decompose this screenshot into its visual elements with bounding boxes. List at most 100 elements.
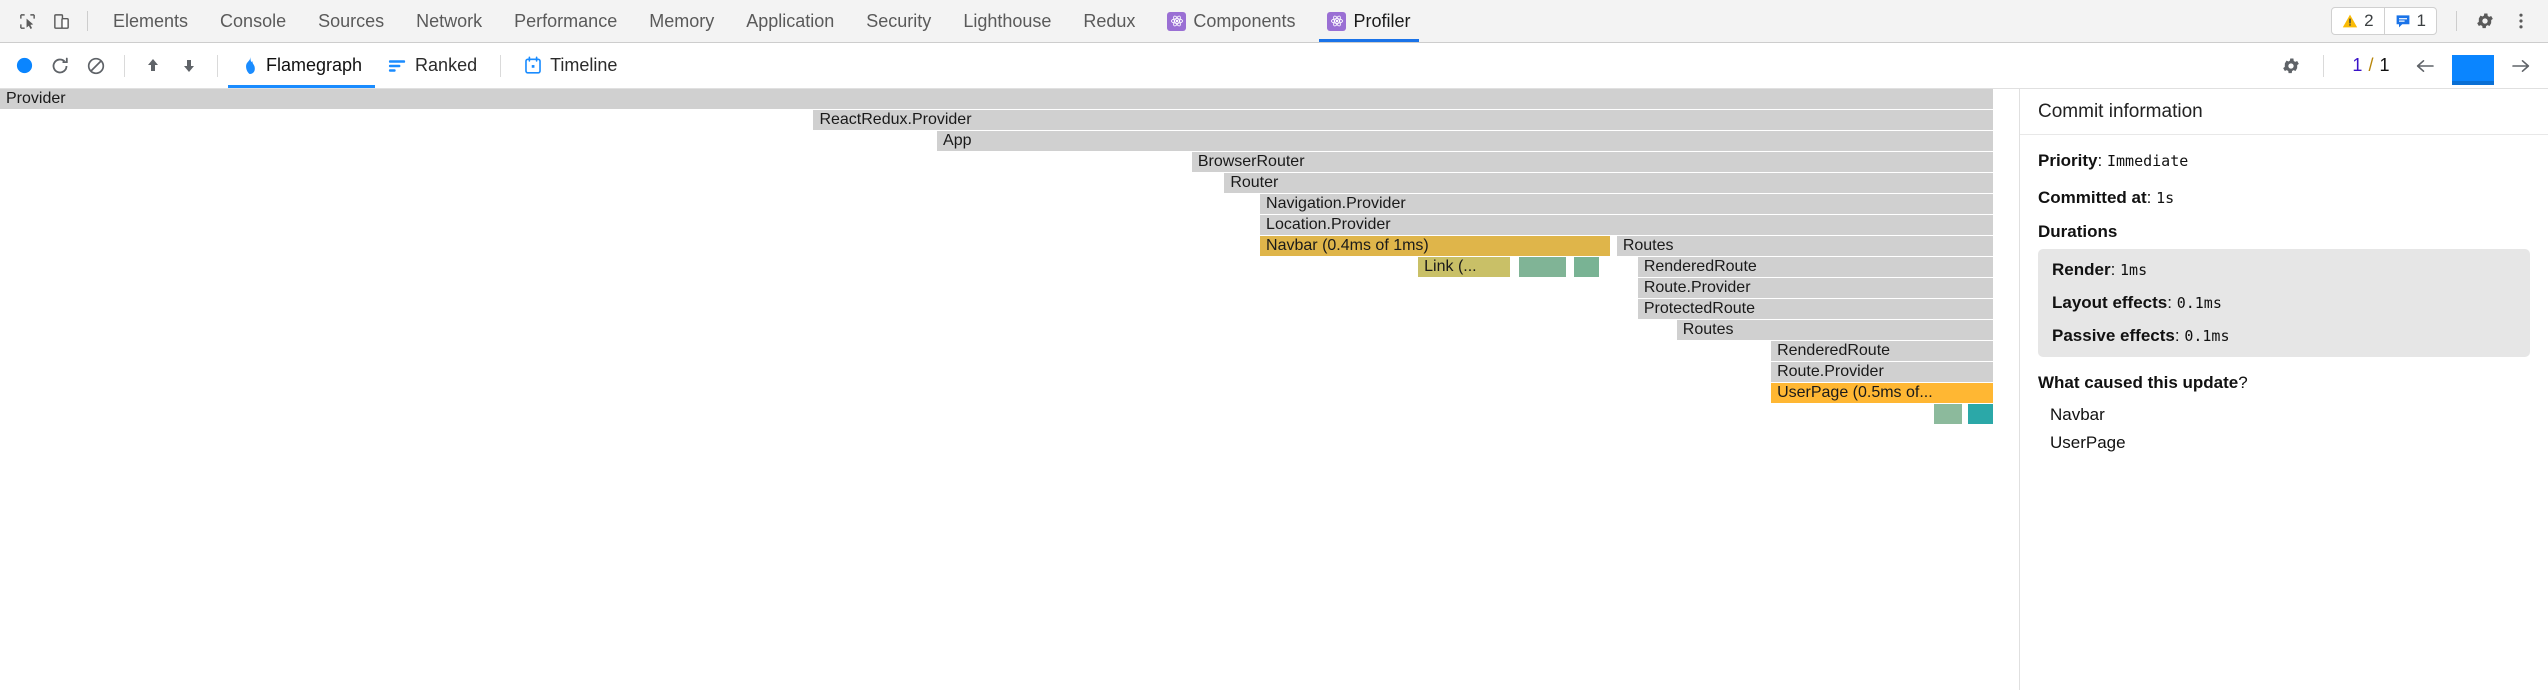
devtools-status-area: 2 1 <box>2331 4 2542 38</box>
load-profile-icon[interactable] <box>135 48 171 84</box>
save-profile-icon[interactable] <box>171 48 207 84</box>
tab-network[interactable]: Network <box>400 0 498 42</box>
tab-profiler-label: Profiler <box>1353 10 1411 31</box>
inspect-element-icon[interactable] <box>10 4 44 38</box>
flamegraph-row: Routes <box>0 320 2019 341</box>
react-icon <box>1167 11 1187 31</box>
caused-item-navbar[interactable]: Navbar <box>2050 405 2105 425</box>
flamegraph-node-link[interactable]: Link (... <box>1418 257 1513 277</box>
what-caused-update-heading: What caused this update? <box>2038 373 2530 393</box>
sidebar-content: Priority: Immediate Committed at: 1s Dur… <box>2020 135 2548 471</box>
tab-security[interactable]: Security <box>850 0 947 42</box>
caused-item-userpage[interactable]: UserPage <box>2050 433 2126 453</box>
view-tab-flamegraph[interactable]: Flamegraph <box>228 43 376 88</box>
warning-icon <box>2342 13 2358 29</box>
flame-icon <box>241 56 258 75</box>
tab-redux[interactable]: Redux <box>1067 0 1151 42</box>
flamegraph-node-userpage[interactable]: UserPage (0.5ms of... <box>1771 383 1995 403</box>
gear-icon[interactable] <box>2468 4 2502 38</box>
flamegraph-row: Provider <box>0 89 2019 110</box>
flamegraph-node-navigation-provider[interactable]: Navigation.Provider <box>1260 194 1995 214</box>
tab-components[interactable]: Components <box>1151 0 1311 42</box>
commit-index: 1 <box>2352 55 2363 75</box>
duration-layout-effects-label: Layout effects <box>2052 292 2168 312</box>
flamegraph-node[interactable] <box>1933 404 1965 424</box>
view-tab-timeline-label: Timeline <box>550 55 618 75</box>
flamegraph-node-routes[interactable]: Routes <box>1616 236 1995 256</box>
flamegraph-node-provider[interactable]: Provider <box>0 89 1995 109</box>
flamegraph-row: App <box>0 131 2019 152</box>
tab-performance[interactable]: Performance <box>498 0 633 42</box>
calendar-icon <box>524 56 542 75</box>
flamegraph-node-renderedroute[interactable]: RenderedRoute <box>1637 257 1995 277</box>
record-button[interactable] <box>6 48 42 84</box>
tab-memory[interactable]: Memory <box>633 0 730 42</box>
tab-console-label: Console <box>220 10 287 31</box>
warning-counter[interactable]: 2 <box>2332 8 2383 34</box>
duration-row-render: Render: 1ms <box>2052 260 2148 280</box>
status-divider <box>2456 11 2457 31</box>
message-count: 1 <box>2416 11 2426 30</box>
device-toolbar-icon[interactable] <box>44 4 78 38</box>
profiler-toolbar: Flamegraph Ranked Timeline <box>0 43 2548 89</box>
previous-commit-button[interactable] <box>2408 49 2442 83</box>
commit-counter: 1 / 1 <box>2338 55 2404 76</box>
toolbar-divider <box>217 54 218 77</box>
commit-separator: / <box>2368 55 2374 75</box>
tab-security-label: Security <box>866 10 932 31</box>
profiler-settings-gear-icon[interactable] <box>2273 48 2309 84</box>
durations-box: Render: 1ms Layout effects: 0.1ms Passiv… <box>2038 249 2530 358</box>
flamegraph-node-navbar[interactable]: Navbar (0.4ms of 1ms) <box>1260 236 1612 256</box>
tab-application[interactable]: Application <box>730 0 850 42</box>
tab-redux-label: Redux <box>1083 10 1136 31</box>
flamegraph-node-app[interactable]: App <box>937 131 1995 151</box>
sidebar-title: Commit information <box>2020 89 2548 135</box>
clear-profiling-data-button[interactable] <box>78 48 114 84</box>
next-commit-button[interactable] <box>2504 49 2538 83</box>
flamegraph-row: Route.Provider <box>0 362 2019 383</box>
flamegraph-row: Navigation.Provider <box>0 194 2019 215</box>
tab-network-label: Network <box>416 10 483 31</box>
duration-passive-effects-value: 0.1ms <box>2184 326 2230 345</box>
flamegraph-node-renderedroute[interactable]: RenderedRoute <box>1771 341 1995 361</box>
view-tab-ranked[interactable]: Ranked <box>375 43 490 88</box>
flamegraph-node[interactable] <box>1967 404 1995 424</box>
flamegraph-node-location-provider[interactable]: Location.Provider <box>1260 215 1995 235</box>
flamegraph-row: Router <box>0 173 2019 194</box>
tab-elements[interactable]: Elements <box>97 0 204 42</box>
tab-elements-label: Elements <box>113 10 189 31</box>
tab-application-label: Application <box>746 10 835 31</box>
tab-lighthouse[interactable]: Lighthouse <box>947 0 1067 42</box>
flamegraph-row: Navbar (0.4ms of 1ms)Routes <box>0 236 2019 257</box>
tab-console[interactable]: Console <box>204 0 302 42</box>
view-tab-timeline[interactable]: Timeline <box>511 43 630 88</box>
flamegraph-row: RenderedRoute <box>0 341 2019 362</box>
flamegraph-node-route-provider[interactable]: Route.Provider <box>1771 362 1995 382</box>
commit-details-sidebar: Commit information Priority: Immediate C… <box>2020 89 2548 690</box>
flamegraph-node-browserrouter[interactable]: BrowserRouter <box>1191 152 1995 172</box>
flamegraph-node-protectedroute[interactable]: ProtectedRoute <box>1637 299 1995 319</box>
more-options-icon[interactable] <box>2504 4 2538 38</box>
tab-performance-label: Performance <box>514 10 618 31</box>
commit-bar-selected[interactable] <box>2452 54 2494 85</box>
flamegraph-node[interactable] <box>1574 257 1602 277</box>
flamegraph-node-reactredux-provider[interactable]: ReactRedux.Provider <box>813 110 1995 130</box>
tab-memory-label: Memory <box>649 10 715 31</box>
tab-profiler[interactable]: Profiler <box>1311 0 1426 42</box>
message-counter[interactable]: 1 <box>2383 8 2436 34</box>
tab-sources[interactable]: Sources <box>302 0 400 42</box>
view-tab-ranked-label: Ranked <box>415 55 478 75</box>
duration-passive-effects-label: Passive effects <box>2052 325 2175 345</box>
committed-at-value: 1s <box>2156 188 2175 207</box>
flamegraph-node-router[interactable]: Router <box>1224 173 1995 193</box>
committed-at-label: Committed at <box>2038 187 2147 207</box>
reload-and-profile-button[interactable] <box>42 48 78 84</box>
flamegraph-node[interactable] <box>1518 257 1568 277</box>
flamegraph-row: Link (... RenderedRoute <box>0 257 2019 278</box>
flamegraph-node-routes[interactable]: Routes <box>1676 320 1995 340</box>
duration-row-passive-effects: Passive effects: 0.1ms <box>2052 325 2230 345</box>
flamegraph-node-route-provider[interactable]: Route.Provider <box>1637 278 1995 298</box>
flamegraph-row: Route.Provider <box>0 278 2019 299</box>
react-icon <box>1327 11 1347 31</box>
